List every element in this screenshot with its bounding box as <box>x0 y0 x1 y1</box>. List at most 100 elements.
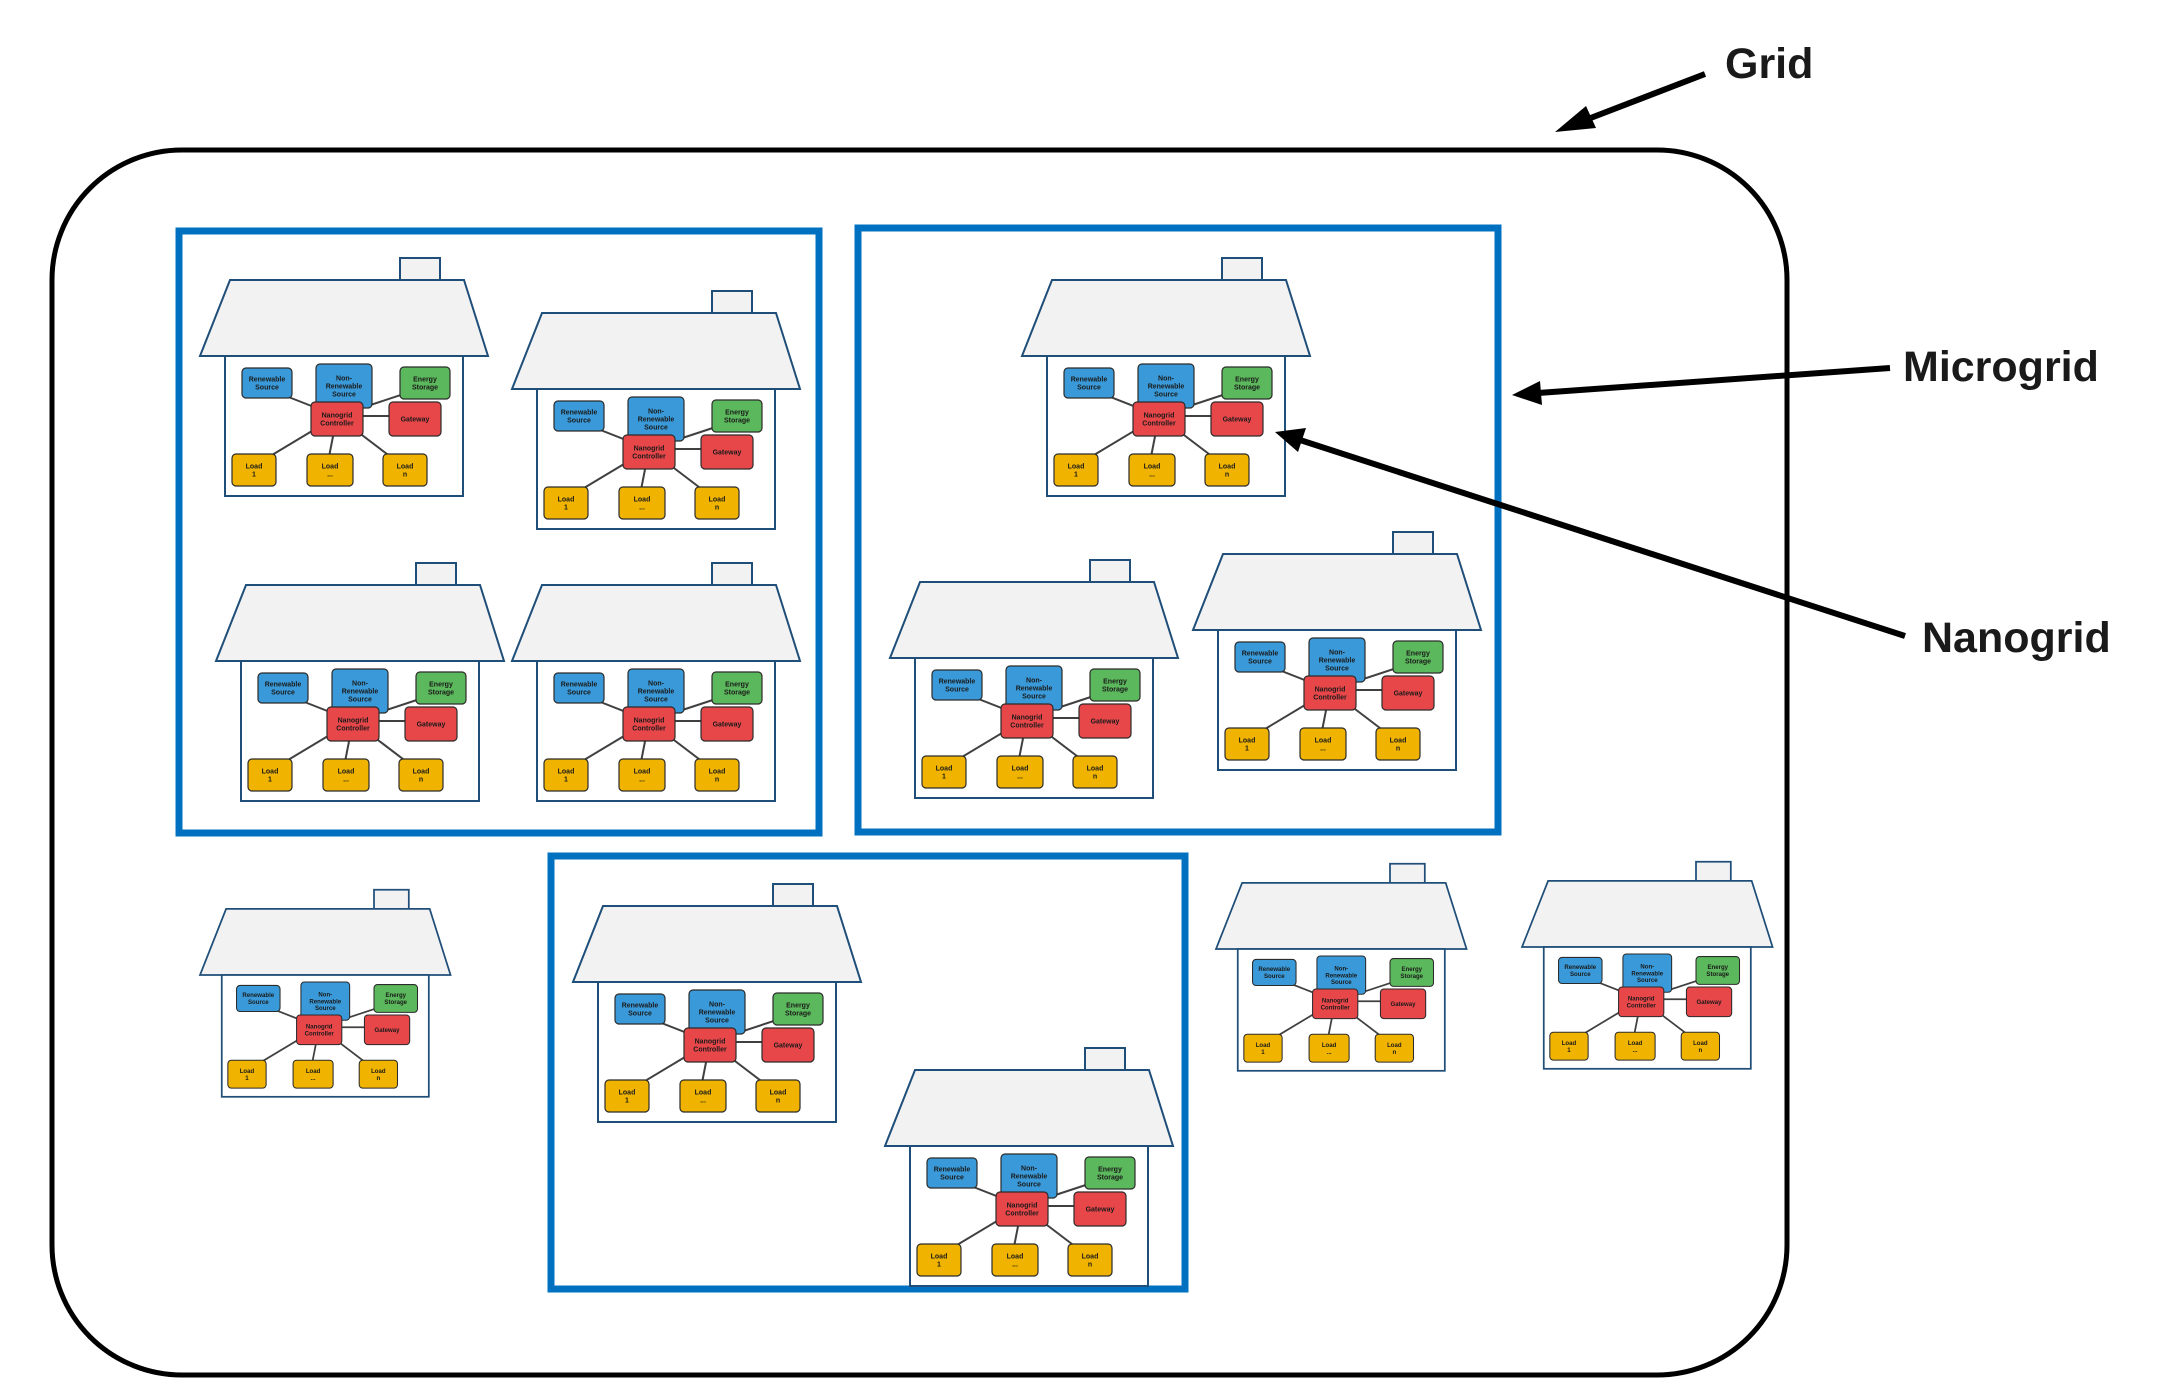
load-n-label: Load <box>709 769 726 776</box>
non-renewable-source-label: Source <box>1331 979 1352 986</box>
non-renewable-source-label: Renewable <box>326 384 363 391</box>
non-renewable-source-label: Renewable <box>1319 658 1356 665</box>
energy-storage-label: Storage <box>1706 971 1729 978</box>
gateway-label: Gateway <box>1223 417 1252 424</box>
non-renewable-source-label: Renewable <box>309 998 341 1005</box>
load-n-label: Load <box>1087 766 1104 773</box>
non-renewable-source-label: Non- <box>1329 650 1346 657</box>
non-renewable-source-label: Renewable <box>1148 384 1185 391</box>
load-1-label: 1 <box>252 472 256 479</box>
load-n-rect <box>755 1079 801 1113</box>
nanogrid-house: RenewableSourceNon-RenewableSourceEnergy… <box>1214 862 1468 1072</box>
gateway-box: Gateway <box>1685 986 1733 1018</box>
load-1-label: Load <box>1562 1040 1577 1047</box>
nanogrid-controller-label: Nanogrid <box>306 1024 333 1031</box>
nanogrid-controller-rect <box>296 1014 343 1046</box>
house-roof <box>510 584 802 662</box>
load-mid-label: ... <box>1017 774 1023 781</box>
energy-storage-label: Storage <box>1097 1175 1123 1182</box>
nanogrid-controller-rect <box>310 401 364 437</box>
load-n-rect <box>1204 453 1250 487</box>
non-renewable-source-label: Source <box>1022 694 1046 701</box>
nanogrid-controller-label: Nanogrid <box>338 718 369 725</box>
gateway-box: Gateway <box>1073 1191 1127 1227</box>
nanogrid-controller-label: Nanogrid <box>634 718 665 725</box>
non-renewable-source-label: Non- <box>352 681 369 688</box>
microgrid-pointer-arrowhead <box>1512 381 1542 405</box>
microgrid-label-group: Microgrid <box>1512 343 2099 405</box>
renewable-source-label: Source <box>1077 385 1101 392</box>
load-1-label: Load <box>246 464 263 471</box>
gateway-label: Gateway <box>1091 719 1120 726</box>
renewable-source-label: Renewable <box>1564 964 1596 971</box>
renewable-source-label: Renewable <box>561 682 598 689</box>
load-mid-label: ... <box>1633 1047 1638 1054</box>
house-chimney <box>1089 559 1131 583</box>
gateway-rect <box>700 434 754 470</box>
load-mid-box: Load... <box>1308 1033 1350 1063</box>
energy-storage-rect <box>399 366 451 400</box>
load-1-label: 1 <box>1074 472 1078 479</box>
load-mid-rect <box>679 1079 727 1113</box>
renewable-source-label: Source <box>1264 973 1285 980</box>
gateway-box: Gateway <box>404 706 458 742</box>
renewable-source-label: Renewable <box>1258 966 1290 973</box>
nanogrid-controller-label: Controller <box>1627 1002 1657 1009</box>
gateway-rect <box>388 401 442 437</box>
microgrid-boundary-2 <box>854 224 1502 836</box>
house-chimney <box>1392 531 1434 555</box>
renewable-source-label: Renewable <box>561 410 598 417</box>
renewable-source-label: Source <box>255 385 279 392</box>
load-n-rect <box>398 758 444 792</box>
load-mid-label: ... <box>639 777 645 784</box>
load-mid-label: Load <box>1322 1042 1337 1049</box>
load-mid-label: Load <box>306 1068 321 1075</box>
load-mid-label: Load <box>695 1090 712 1097</box>
microgrid-label: Microgrid <box>1903 343 2099 391</box>
energy-storage-label: Energy <box>1098 1167 1122 1174</box>
load-n-label: n <box>1093 774 1097 781</box>
house-roof <box>198 279 490 357</box>
load-mid-box: Load... <box>618 758 666 792</box>
renewable-source-label: Renewable <box>242 992 274 999</box>
load-1-rect <box>916 1243 962 1277</box>
load-n-label: Load <box>397 464 414 471</box>
energy-storage-rect <box>1695 956 1741 985</box>
load-1-rect <box>227 1059 267 1089</box>
load-1-label: 1 <box>268 777 272 784</box>
house-chimney <box>1695 860 1732 882</box>
load-1-label: 1 <box>1245 746 1249 753</box>
gateway-rect <box>1685 986 1733 1018</box>
renewable-source-label: Source <box>271 690 295 697</box>
load-n-label: Load <box>1387 1042 1402 1049</box>
nanogrid-controller-label: Nanogrid <box>1144 413 1175 420</box>
non-renewable-source-label: Non- <box>1334 965 1348 972</box>
load-1-rect <box>1243 1033 1283 1063</box>
load-mid-box: Load... <box>618 486 666 520</box>
house-chimney <box>711 562 753 586</box>
energy-storage-label: Energy <box>429 682 453 689</box>
gateway-box: Gateway <box>363 1014 411 1046</box>
energy-storage-rect <box>711 399 763 433</box>
energy-storage-rect <box>1392 640 1444 674</box>
load-n-label: n <box>1698 1047 1702 1054</box>
load-mid-label: ... <box>1320 746 1326 753</box>
